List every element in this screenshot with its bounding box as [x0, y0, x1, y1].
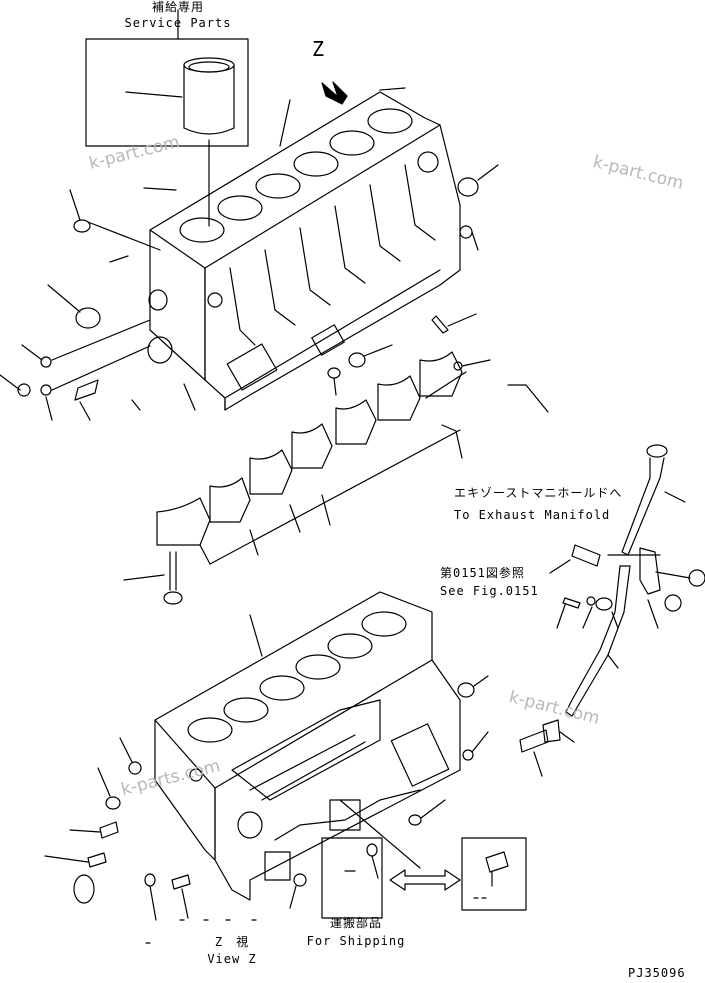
detail-box — [461, 837, 527, 911]
upper-cylinder-block — [147, 91, 461, 411]
view-arrow-letter: Z — [312, 37, 326, 61]
oil-dipstick-assembly — [519, 444, 705, 777]
see-fig-label-jp: 第0151図参照 — [440, 566, 525, 580]
exhaust-label-en: To Exhaust Manifold — [454, 508, 611, 522]
cylinder-liner-part — [125, 57, 235, 227]
for-shipping-box — [321, 799, 421, 919]
lower-cylinder-block — [154, 591, 461, 901]
service-parts-label-jp: 補給専用 — [151, 0, 204, 14]
main-bearing-caps — [156, 351, 549, 565]
upper-callouts — [0, 87, 499, 421]
drawing-code: PJ35096 — [628, 966, 686, 980]
view-z-label-en: View Z — [207, 952, 257, 966]
view-z-dashes — [145, 919, 257, 944]
service-parts-box — [85, 9, 249, 147]
view-arrow-z — [321, 81, 348, 105]
shipping-label-en: For Shipping — [306, 934, 406, 948]
main-bearing-bolt — [123, 551, 183, 605]
service-parts-label-en: Service Parts — [124, 16, 232, 30]
see-fig-label-en: See Fig.0151 — [440, 584, 539, 598]
view-z-label-jp: Z 視 — [214, 935, 250, 949]
lower-callouts — [44, 675, 489, 921]
shipping-label-jp: 運搬部品 — [329, 916, 382, 930]
exhaust-label-jp: エキゾーストマニホールドへ — [454, 486, 623, 500]
double-arrow — [389, 869, 461, 891]
